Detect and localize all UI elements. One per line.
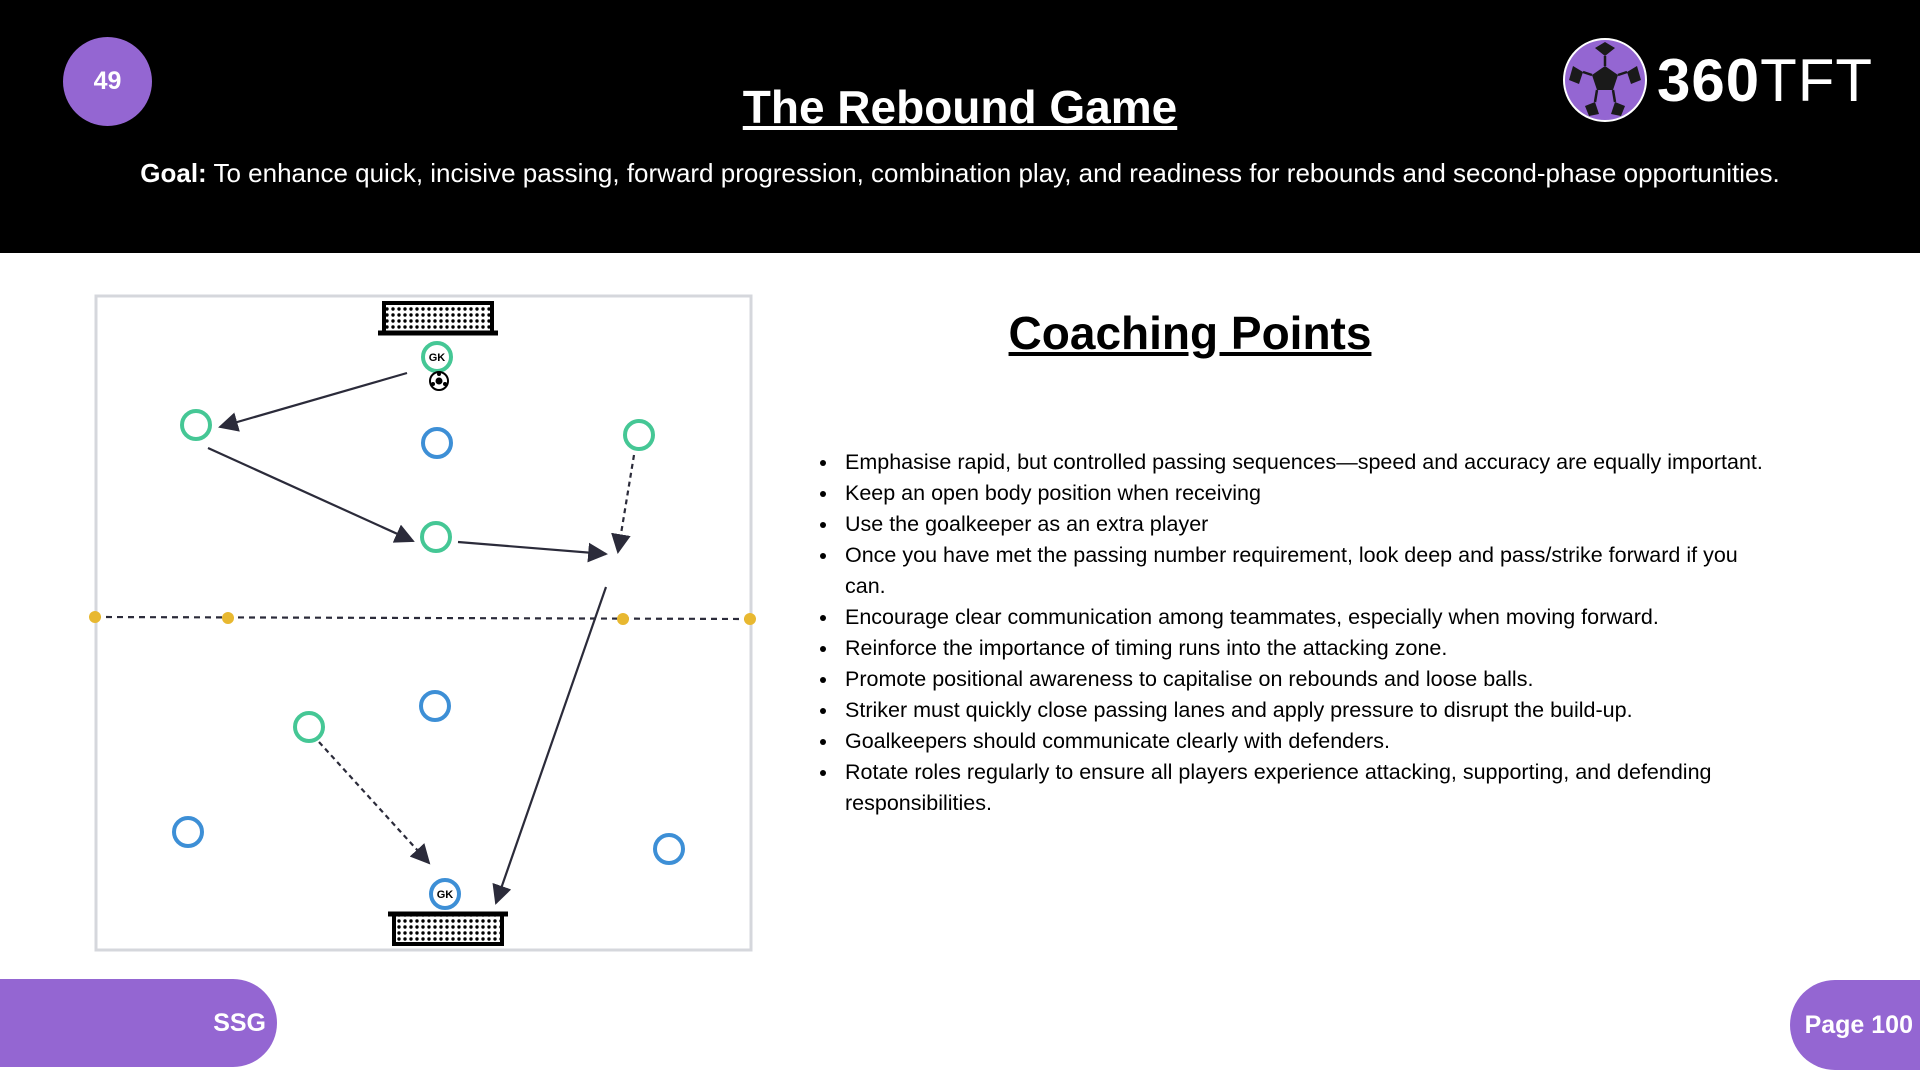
goalkeeper-label: GK (437, 889, 454, 901)
list-item: Keep an open body position when receivin… (839, 478, 1769, 509)
goal-label: Goal: (140, 158, 207, 188)
shot-arrow (492, 586, 608, 905)
coaching-points-list: Emphasise rapid, but controlled passing … (807, 447, 1769, 819)
drill-diagram: GK GK (89, 294, 756, 952)
list-item: Rotate roles regularly to ensure all pla… (839, 757, 1769, 819)
coaching-points-title: Coaching Points (1008, 307, 1372, 359)
cone (89, 611, 101, 623)
brand-logo: 360TFT (1561, 36, 1873, 124)
soccer-ball-icon (1563, 38, 1647, 122)
list-item: Reinforce the importance of timing runs … (839, 633, 1769, 664)
run-arrow (611, 454, 636, 554)
ball-icon (429, 371, 449, 391)
goalkeeper-label: GK (429, 352, 446, 364)
cone (222, 612, 234, 624)
drill-number-badge: 49 (63, 37, 152, 126)
list-item: Goalkeepers should communicate clearly w… (839, 726, 1769, 757)
blue-goalkeeper: GK (429, 878, 461, 910)
pitch-outline (94, 294, 753, 952)
list-item: Encourage clear communication among team… (839, 602, 1769, 633)
list-item: Once you have met the passing number req… (839, 540, 1769, 602)
page-number-tab: Page 100 (1790, 980, 1920, 1070)
green-player (293, 711, 325, 743)
logo-wordmark: 360TFT (1657, 46, 1874, 114)
bottom-goal (388, 911, 508, 946)
list-item: Promote positional awareness to capitali… (839, 664, 1769, 695)
list-item: Use the goalkeeper as an extra player (839, 509, 1769, 540)
goal-statement: Goal: To enhance quick, incisive passing… (0, 158, 1920, 189)
green-player (180, 409, 212, 441)
pass-arrow (207, 446, 415, 543)
list-item: Striker must quickly close passing lanes… (839, 695, 1769, 726)
blue-player (172, 816, 204, 848)
cone (617, 613, 629, 625)
green-goalkeeper: GK (421, 341, 453, 373)
cone (744, 613, 756, 625)
header-bar: 49 The Rebound Game Goal: To enhance qui… (0, 0, 1920, 253)
goal-text: To enhance quick, incisive passing, forw… (206, 158, 1780, 188)
top-goal (378, 301, 498, 336)
blue-player (421, 427, 453, 459)
green-player (420, 521, 452, 553)
blue-player (419, 690, 451, 722)
page-title: The Rebound Game (742, 81, 1178, 133)
run-arrow (318, 741, 431, 865)
green-player (623, 419, 655, 451)
blue-player (653, 833, 685, 865)
category-tab: SSG (0, 979, 277, 1067)
pass-arrow (218, 371, 408, 432)
pass-arrow (457, 540, 608, 563)
list-item: Emphasise rapid, but controlled passing … (839, 447, 1769, 478)
